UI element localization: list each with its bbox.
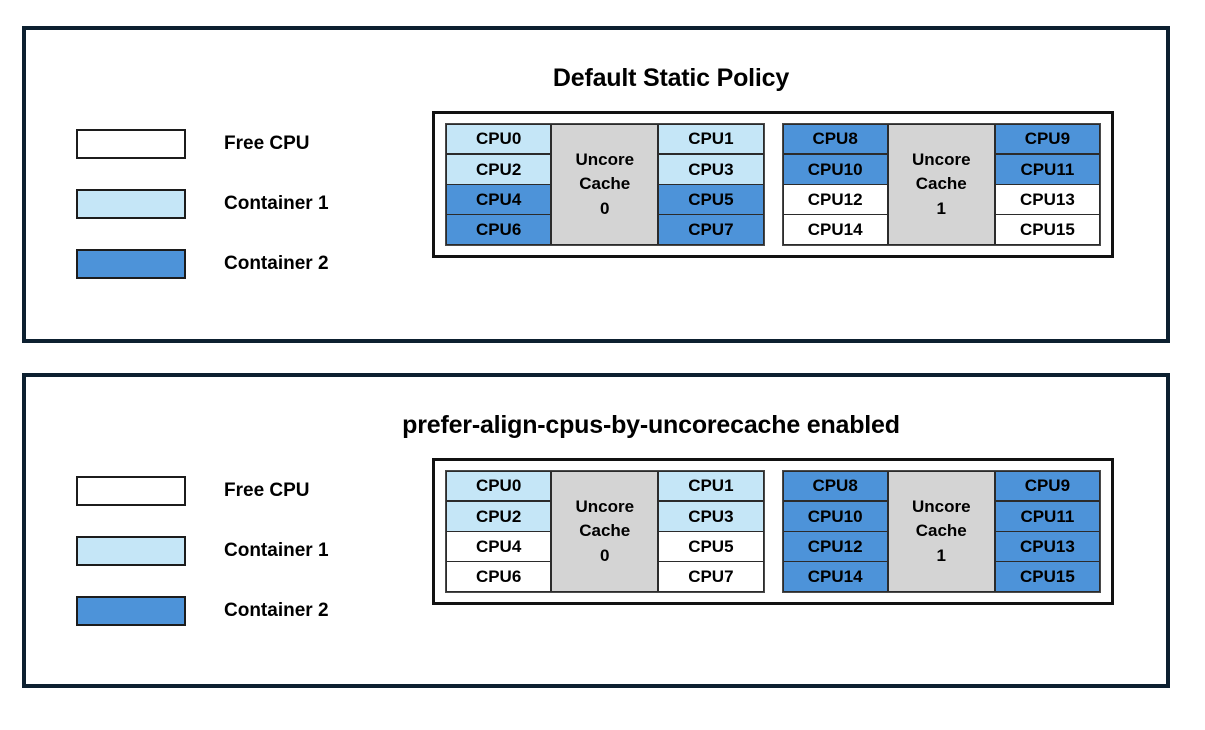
- cache-label-line: Uncore: [911, 150, 971, 170]
- cpu-cell: CPU13: [994, 531, 1100, 562]
- panel-default-static-policy: Default Static Policy Free CPU Container…: [22, 26, 1170, 343]
- legend-item-container-1: Container 1: [76, 174, 396, 234]
- cpu-cell: CPU1: [658, 470, 764, 502]
- cpu-cell: CPU4: [446, 184, 552, 215]
- legend: Free CPU Container 1 Container 2: [76, 461, 396, 641]
- cpu-cell: CPU12: [782, 531, 888, 562]
- cpu-cell: CPU3: [658, 500, 764, 532]
- cache-label-line: Uncore: [575, 497, 635, 517]
- cache-label-line: Cache: [915, 174, 967, 194]
- cache-label-line: Cache: [915, 521, 967, 541]
- cpu-column-right: CPU1 CPU3 CPU5 CPU7: [658, 123, 764, 245]
- legend-item-free-cpu: Free CPU: [76, 114, 396, 174]
- cpu-cell: CPU0: [446, 470, 552, 502]
- uncore-cache-box: Uncore Cache 0: [551, 471, 659, 592]
- cpu-cell: CPU3: [658, 153, 764, 185]
- legend-swatch-container-2: [76, 596, 186, 626]
- legend-swatch-container-1: [76, 189, 186, 219]
- cpu-cell: CPU9: [994, 123, 1100, 155]
- cpu-cell: CPU12: [782, 184, 888, 215]
- uncore-cache-group-1: CPU8 CPU10 CPU12 CPU14 Uncore Cache 1 CP…: [781, 123, 1101, 246]
- cpu-topology-diagram: CPU0 CPU2 CPU4 CPU6 Uncore Cache 0 CPU1 …: [432, 111, 1114, 258]
- cpu-cell: CPU8: [782, 470, 888, 502]
- cpu-cell: CPU4: [446, 531, 552, 562]
- cpu-column-right: CPU9 CPU11 CPU13 CPU15: [994, 470, 1100, 592]
- cache-label-line: Cache: [579, 174, 631, 194]
- cache-label-line: Uncore: [575, 150, 635, 170]
- cpu-column-left: CPU8 CPU10 CPU12 CPU14: [782, 470, 888, 592]
- uncore-cache-box: Uncore Cache 0: [551, 124, 659, 245]
- cpu-cell: CPU14: [782, 561, 888, 592]
- legend-item-container-2: Container 2: [76, 581, 396, 641]
- cpu-cell: CPU0: [446, 123, 552, 155]
- legend: Free CPU Container 1 Container 2: [76, 114, 396, 294]
- cpu-cell: CPU1: [658, 123, 764, 155]
- uncore-cache-group-1: CPU8 CPU10 CPU12 CPU14 Uncore Cache 1 CP…: [781, 470, 1101, 593]
- page-title: Default Static Policy: [552, 64, 790, 92]
- cpu-column-left: CPU0 CPU2 CPU4 CPU6: [446, 470, 552, 592]
- legend-swatch-container-1: [76, 536, 186, 566]
- cache-label-index: 0: [600, 545, 610, 565]
- legend-label-free-cpu: Free CPU: [224, 480, 310, 501]
- cpu-cell: CPU10: [782, 153, 888, 185]
- legend-swatch-container-2: [76, 249, 186, 279]
- cpu-cell: CPU7: [658, 561, 764, 592]
- legend-item-free-cpu: Free CPU: [76, 461, 396, 521]
- cache-label-line: Uncore: [911, 497, 971, 517]
- cpu-cell: CPU13: [994, 184, 1100, 215]
- legend-label-container-2: Container 2: [224, 253, 329, 274]
- cache-label-index: 0: [600, 198, 610, 218]
- uncore-cache-group-0: CPU0 CPU2 CPU4 CPU6 Uncore Cache 0 CPU1 …: [445, 470, 765, 593]
- uncore-cache-group-0: CPU0 CPU2 CPU4 CPU6 Uncore Cache 0 CPU1 …: [445, 123, 765, 246]
- cache-label-index: 1: [936, 545, 946, 565]
- cpu-cell: CPU9: [994, 470, 1100, 502]
- cpu-topology-diagram: CPU0 CPU2 CPU4 CPU6 Uncore Cache 0 CPU1 …: [432, 458, 1114, 605]
- legend-swatch-free-cpu: [76, 129, 186, 159]
- legend-label-container-2: Container 2: [224, 600, 329, 621]
- legend-item-container-2: Container 2: [76, 234, 396, 294]
- legend-label-container-1: Container 1: [224, 193, 329, 214]
- legend-label-free-cpu: Free CPU: [224, 133, 310, 154]
- cpu-cell: CPU6: [446, 561, 552, 592]
- page-title: prefer-align-cpus-by-uncorecache enabled: [402, 411, 900, 439]
- cpu-cell: CPU5: [658, 184, 764, 215]
- cpu-column-left: CPU8 CPU10 CPU12 CPU14: [782, 123, 888, 245]
- legend-item-container-1: Container 1: [76, 521, 396, 581]
- cache-label-line: Cache: [579, 521, 631, 541]
- cpu-column-left: CPU0 CPU2 CPU4 CPU6: [446, 123, 552, 245]
- cpu-cell: CPU6: [446, 214, 552, 245]
- uncore-cache-box: Uncore Cache 1: [887, 471, 995, 592]
- panel-prefer-align-cpus-by-uncorecache: prefer-align-cpus-by-uncorecache enabled…: [22, 373, 1170, 688]
- legend-swatch-free-cpu: [76, 476, 186, 506]
- legend-label-container-1: Container 1: [224, 540, 329, 561]
- cpu-cell: CPU7: [658, 214, 764, 245]
- cpu-cell: CPU11: [994, 500, 1100, 532]
- cpu-column-right: CPU9 CPU11 CPU13 CPU15: [994, 123, 1100, 245]
- cpu-cell: CPU11: [994, 153, 1100, 185]
- cpu-cell: CPU15: [994, 561, 1100, 592]
- uncore-cache-box: Uncore Cache 1: [887, 124, 995, 245]
- cache-label-index: 1: [936, 198, 946, 218]
- cpu-cell: CPU5: [658, 531, 764, 562]
- cpu-cell: CPU2: [446, 153, 552, 185]
- cpu-cell: CPU10: [782, 500, 888, 532]
- cpu-cell: CPU15: [994, 214, 1100, 245]
- cpu-cell: CPU2: [446, 500, 552, 532]
- cpu-column-right: CPU1 CPU3 CPU5 CPU7: [658, 470, 764, 592]
- cpu-cell: CPU14: [782, 214, 888, 245]
- cpu-cell: CPU8: [782, 123, 888, 155]
